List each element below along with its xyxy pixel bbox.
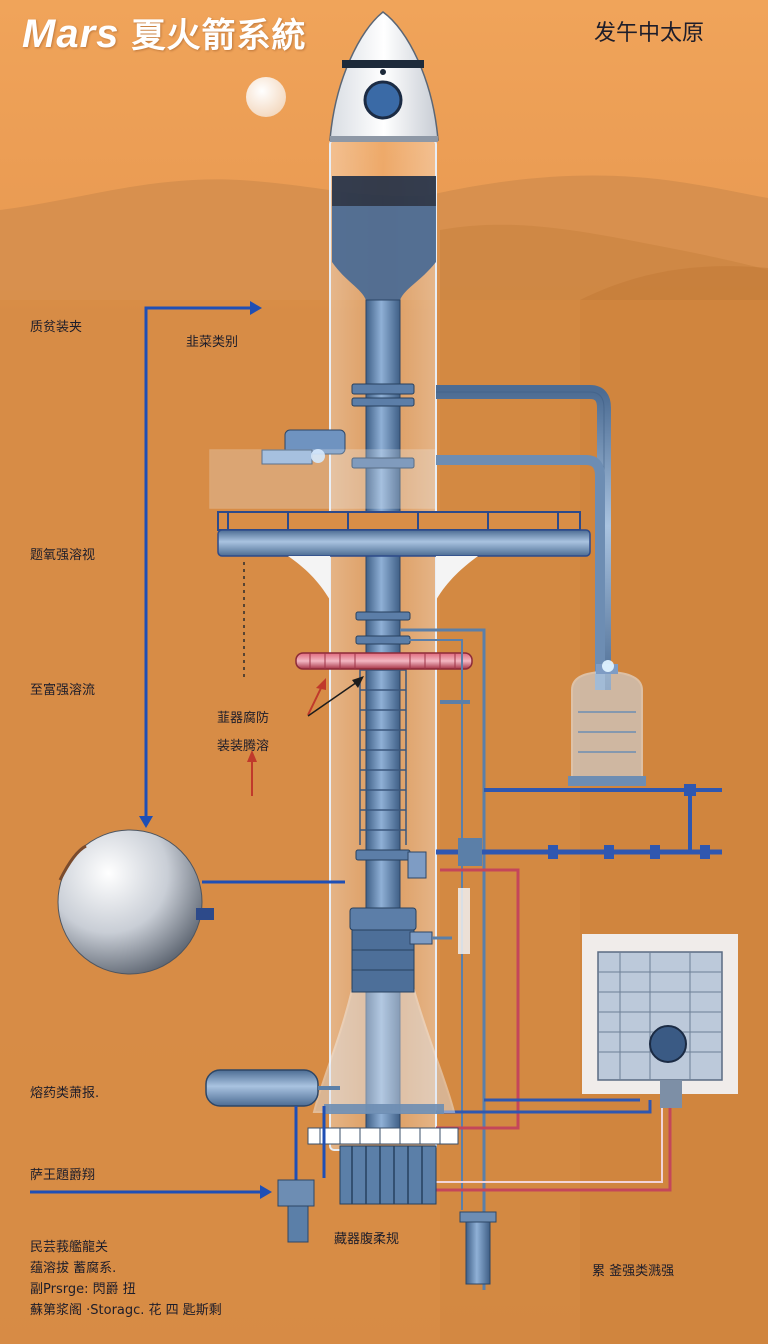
legend-line-1: 民芸莪艦龍关 xyxy=(30,1240,109,1255)
pump-small xyxy=(277,1179,315,1207)
upper-tank xyxy=(332,206,436,300)
label-left-1: 质贫装夹 xyxy=(30,320,83,335)
title-brand: Mars xyxy=(22,12,120,56)
nose-cone xyxy=(329,11,439,141)
feed-line-left xyxy=(144,306,255,820)
storage-tank-glass xyxy=(571,670,643,779)
storage-sphere xyxy=(57,829,203,975)
title-top-right: 发午中太原 xyxy=(594,21,705,46)
label-left-2: 题氧强溶视 xyxy=(30,548,96,563)
label-center-2: 装装腾溶 xyxy=(217,739,270,754)
drain-pipe xyxy=(465,1217,491,1285)
label-left-4: 熔药类萧报. xyxy=(30,1086,100,1101)
label-bottom-right: 累 釜强类溅强 xyxy=(592,1264,675,1279)
sun xyxy=(246,77,286,117)
cylinder-tank xyxy=(205,1069,319,1107)
legend-line-4: 蘇第浆阁 ·Storagc. 花 四 匙斯剩 xyxy=(30,1303,222,1318)
base-platform xyxy=(307,1127,459,1145)
title-subtitle: 夏火箭系統 xyxy=(131,17,307,55)
crossbeam-pipe xyxy=(217,529,591,557)
porthole xyxy=(363,80,403,120)
lower-skirt xyxy=(312,989,456,1113)
label-center-1: 韮器腐防 xyxy=(217,711,270,726)
label-left-3: 至富强溶流 xyxy=(30,683,96,698)
legend-line-2: 蕴溶拔 蓄腐系. xyxy=(30,1261,117,1276)
support-right xyxy=(436,556,478,600)
label-left-5: 萨王題爵翔 xyxy=(30,1168,96,1183)
heating-coil xyxy=(295,652,473,670)
base-engine-block xyxy=(339,1145,437,1205)
compressor-motor xyxy=(649,1025,687,1063)
support-left xyxy=(288,556,330,600)
label-top-arrow: 韭菜类别 xyxy=(186,335,239,350)
crossbeam-top xyxy=(217,511,581,531)
glass-enclosure xyxy=(209,449,436,509)
app-title: Mars 夏火箭系統 xyxy=(22,8,307,57)
legend-line-3: 副Prsrge: 閃爵 扭 xyxy=(30,1282,136,1297)
legend: 民芸莪艦龍关 蕴溶拔 蓄腐系. 副Prsrge: 閃爵 扭 蘇第浆阁 ·Stor… xyxy=(30,1237,222,1321)
return-pipe-2 xyxy=(436,455,605,690)
label-bottom-center: 藏器腹柔规 xyxy=(334,1232,400,1247)
